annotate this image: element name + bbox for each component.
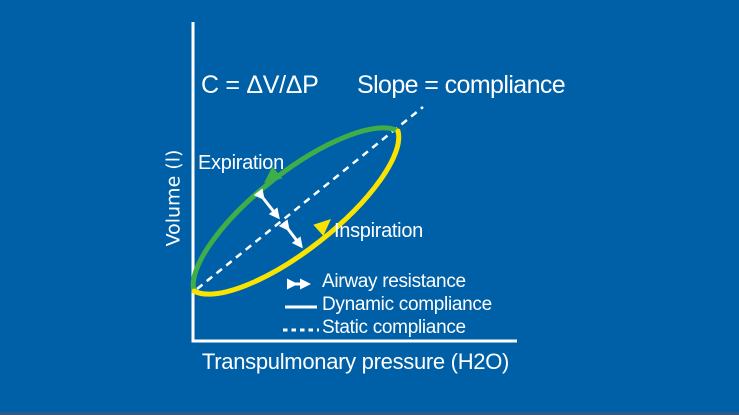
expiration-arrowhead-icon [264, 166, 283, 183]
bottom-edge-strip [0, 412, 739, 415]
legend-item-label-dynamic-compliance: Dynamic compliance [322, 294, 492, 315]
static-compliance-dashed-line [196, 106, 424, 290]
y-axis-label: Volume (l) [162, 149, 185, 247]
airway-resistance-arrow-upper-icon [253, 188, 280, 220]
legend-item-label-static-compliance: Static compliance [322, 317, 466, 338]
slope-label: Slope = compliance [357, 71, 566, 99]
airway-resistance-arrow-lower-icon [278, 219, 303, 249]
inspiration-arrowhead-icon [313, 219, 331, 236]
x-axis-label: Transpulmonary pressure (H2O) [201, 349, 510, 374]
legend-item-label-airway-resistance: Airway resistance [322, 271, 466, 292]
formula-label: C = ΔV/ΔP [201, 71, 319, 99]
inspiration-label: Inspiration [334, 220, 423, 242]
expiration-label: Expiration [198, 152, 284, 174]
inspiration-curve [191, 128, 402, 297]
